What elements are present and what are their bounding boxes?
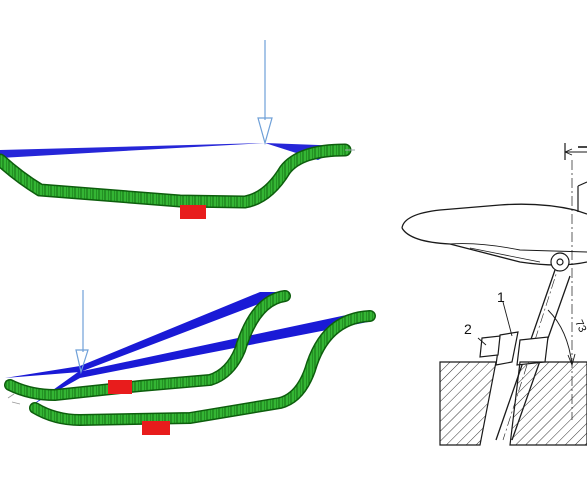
saddle-outline [401,203,587,266]
axis-triad-icon [7,393,21,405]
deformed-shape-bottom-1 [5,292,290,378]
down-arrow-icon [75,290,89,375]
leader-lines [477,301,513,346]
angle-label: 73 [572,318,587,334]
deformed-shape-top [0,143,265,158]
wedge-part [479,335,501,358]
angle-arc [547,309,573,366]
callout-1: 1 [497,289,505,305]
callout-2: 2 [464,321,472,337]
deformed-shape-bottom-2 [32,310,370,405]
down-arrow-icon [257,40,273,146]
fe-model-bottom [4,290,376,435]
fe-model-top [0,40,355,219]
bolt-circle-icon [550,252,570,272]
contact-block-bottom-2 [142,421,170,435]
contact-block-top [180,205,206,219]
contact-block-bottom-1 [108,380,132,394]
hatched-frame-section [439,361,587,446]
